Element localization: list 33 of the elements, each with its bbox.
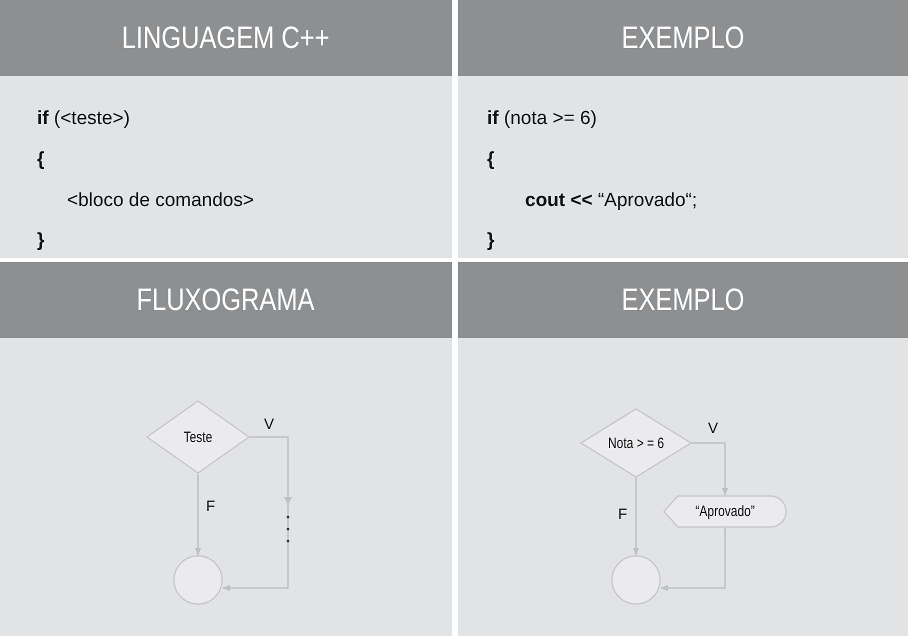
connector-circle [173, 555, 223, 605]
code-line: { [37, 149, 44, 171]
panel-heading: LINGUAGEM C++ [122, 20, 330, 56]
table-panel [0, 0, 452, 258]
table-panel [458, 262, 908, 636]
connector-circle [611, 555, 661, 605]
code-line: cout << “Aprovado“; [525, 190, 698, 212]
display-shape [663, 495, 787, 528]
flow-arrow [222, 436, 292, 592]
code-line: if (nota >= 6) [487, 108, 597, 130]
decision-diamond [580, 408, 692, 478]
panel-heading: EXEMPLO [622, 20, 744, 56]
table-panel [458, 0, 908, 258]
node-label: Teste [184, 428, 212, 446]
node-label: Nota > = 6 [608, 434, 664, 452]
edge-label: V [264, 416, 274, 433]
flow-arrow [660, 528, 726, 592]
flow-arrow [692, 442, 728, 496]
code-line: <bloco de comandos> [67, 190, 254, 212]
code-line: { [487, 149, 494, 171]
code-line: } [487, 230, 494, 252]
code-line: if (<teste>) [37, 108, 130, 130]
edge-label: V [708, 420, 718, 437]
panel-heading: EXEMPLO [622, 282, 744, 318]
edge-label: F [618, 506, 628, 523]
decision-diamond [146, 400, 250, 474]
node-label: “Aprovado” [695, 503, 755, 520]
flow-arrow [632, 478, 640, 556]
table-panel [0, 262, 452, 636]
code-line: } [37, 230, 44, 252]
panel-heading: FLUXOGRAMA [137, 282, 315, 318]
flow-arrow [194, 474, 202, 556]
edge-label: F [206, 498, 216, 515]
